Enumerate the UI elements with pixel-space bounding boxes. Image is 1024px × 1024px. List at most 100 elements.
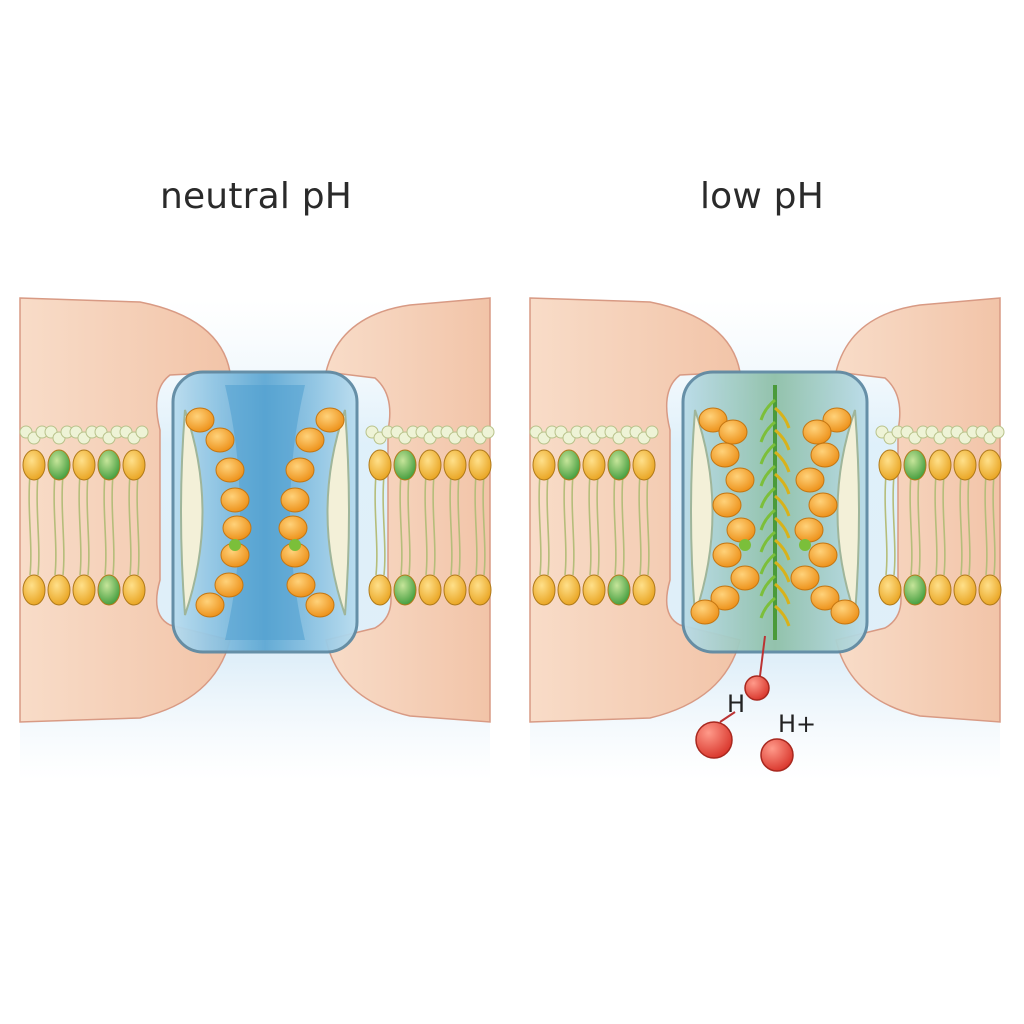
lipid-tail [992,474,996,576]
residue-bead [215,457,245,483]
lipid-head-top [368,449,392,481]
lipid-head-top [632,449,656,481]
residue-bead [718,419,748,445]
gate-strand [759,420,776,443]
lipid-tail [432,474,436,576]
gate-strand [774,582,791,605]
residue-bead [822,407,852,433]
lipid-cap-bead [481,425,495,439]
residue-bead [790,565,820,591]
lipid-head-bottom [22,574,46,606]
lipid-tail [111,474,115,576]
lipid-head-bottom [903,574,927,606]
lipid-head-top [557,449,581,481]
residue-bead [712,542,742,568]
proton-ion [695,721,733,759]
residue-bead [220,487,250,513]
lipid-tail [596,474,600,576]
lipid-head-top [903,449,927,481]
gate-strand [759,464,776,487]
lipid-head-top [122,449,146,481]
lipid-head-top [418,449,442,481]
lipid-tail [934,474,938,576]
lipid-tail [103,474,107,576]
residue-bead [195,592,225,618]
lipid-head-bottom [532,574,556,606]
panel-title-low: low pH [699,176,825,217]
lipid-tail [28,474,32,576]
residue-bead [810,585,840,611]
lipid-head-bottom [443,574,467,606]
lipid-head-bottom [978,574,1002,606]
lipid-head-bottom [607,574,631,606]
lipid-tail [457,474,461,576]
lipid-tail [136,474,140,576]
lipid-head-top [468,449,492,481]
lipid-head-bottom [393,574,417,606]
lipid-tail [424,474,428,576]
lipid-head-bottom [97,574,121,606]
channel-pore-water [225,385,305,640]
residue-bead [726,517,756,543]
lipid-head-top [22,449,46,481]
lipid-head-bottom [72,574,96,606]
residue-helices [185,407,345,618]
gate-strand [774,516,791,539]
lipid-head-top [607,449,631,481]
residue-accent [799,539,811,551]
residue-bead [690,599,720,625]
residue-bead [280,487,310,513]
gate-strand [759,398,776,421]
lipid-head-bottom [557,574,581,606]
gate-strand [759,574,776,597]
lipid-tail [638,474,642,576]
gate-strand [759,552,776,575]
lipid-tail [374,474,378,576]
residue-bead [185,407,215,433]
lipid-tail [588,474,592,576]
gate-strand [759,530,776,553]
residue-bead [730,565,760,591]
lipid-tail [382,474,386,576]
residue-bead [794,517,824,543]
ion-label-h: H [727,690,746,718]
channel-lobe-right [326,409,350,616]
gate-strand [774,604,791,627]
lipid-head-bottom [47,574,71,606]
residue-bead [808,542,838,568]
lipid-tail [86,474,90,576]
lipid-tail [449,474,453,576]
residue-helices [690,407,860,625]
proton-ion [760,738,794,772]
gate-strand [759,442,776,465]
panel-neutral-ph [19,297,495,780]
lipid-head-top [582,449,606,481]
residue-bead [830,599,860,625]
lipid-head-top [878,449,902,481]
lipid-head-top [393,449,417,481]
residue-accent [289,539,301,551]
lipid-head-bottom [928,574,952,606]
lipid-bilayer [529,425,1005,606]
lipid-tail [61,474,65,576]
lipid-cap-bead [645,425,659,439]
lipid-tail [53,474,57,576]
ion-label-h-plus: H+ [778,710,817,738]
gate-strand [774,494,791,517]
residue-bead [205,427,235,453]
residue-bead [295,427,325,453]
lipid-tail [621,474,625,576]
gate-strand [774,450,791,473]
residue-bead [802,419,832,445]
lipid-bilayer [19,425,495,606]
residue-bead [698,407,728,433]
residue-accent [739,539,751,551]
lipid-tail [128,474,132,576]
panel-title-neutral: neutral pH [159,176,353,217]
lipid-tail [909,474,913,576]
lipid-head-top [97,449,121,481]
proton-ion [744,675,770,701]
lipid-tail [984,474,988,576]
residue-bead [710,585,740,611]
residue-bead [795,467,825,493]
